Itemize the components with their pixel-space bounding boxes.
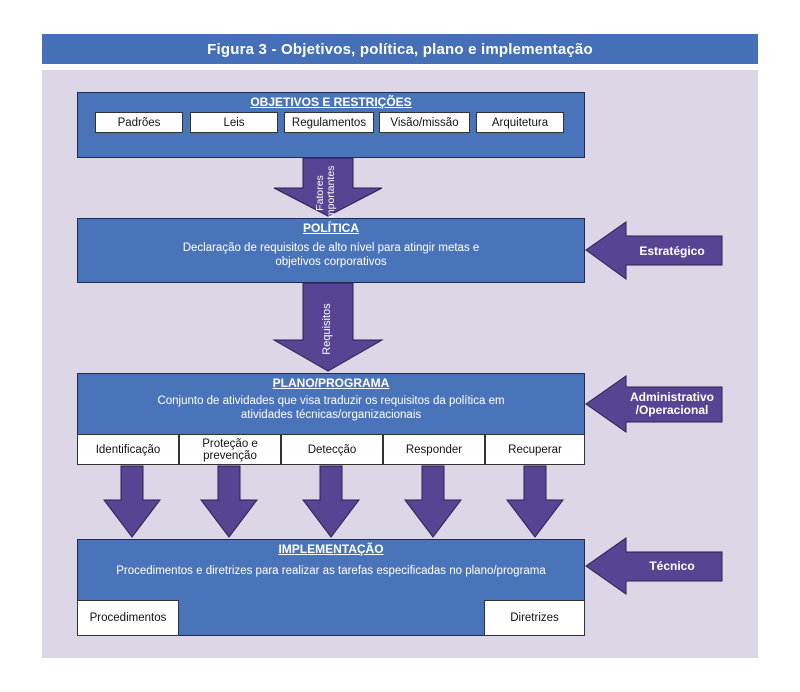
level-estrategico: Estratégico: [639, 243, 705, 258]
chip-regulamentos: Regulamentos: [284, 112, 374, 133]
chip-protecao-prevencao: Proteção e prevenção: [179, 434, 281, 465]
figure-title: Figura 3 - Objetivos, política, plano e …: [42, 34, 758, 64]
left-arrow-estrategico: [585, 221, 723, 280]
down-arrow-responder: [403, 465, 463, 538]
level-administrativo: Administrativo /Operacional: [629, 390, 714, 417]
level-tecnico: Técnico: [649, 558, 695, 573]
chip-deteccao: Detecção: [281, 434, 383, 465]
politica-title: POLÍTICA: [303, 221, 359, 235]
politica-description: Declaração de requisitos de alto nível p…: [182, 242, 480, 268]
left-arrow-tecnico: [585, 537, 723, 595]
down-arrow-identificacao: [102, 465, 162, 538]
chip-identificacao: Identificação: [77, 434, 179, 465]
chip-arquitetura: Arquitetura: [476, 112, 564, 133]
left-arrow-administrativo: [585, 375, 723, 433]
chip-responder: Responder: [383, 434, 485, 465]
implementacao-description: Procedimentos e diretrizes para realizar…: [116, 565, 546, 577]
politica-box: POLÍTICA Declaração de requisitos de alt…: [77, 218, 585, 283]
chip-recuperar: Recuperar: [485, 434, 585, 465]
chip-diretrizes: Diretrizes: [484, 600, 585, 636]
implementacao-title: IMPLEMENTAÇÃO: [278, 542, 384, 556]
fatores-label: Fatores importantes: [314, 165, 337, 221]
down-arrow-fatores: [273, 157, 383, 217]
requisitos-label: Requisitos: [321, 303, 333, 355]
down-arrow-recuperar: [505, 465, 565, 538]
plano-title: PLANO/PROGRAMA: [272, 376, 390, 390]
chip-procedimentos: Procedimentos: [77, 600, 179, 636]
down-arrow-protecao: [199, 465, 259, 538]
down-arrow-deteccao: [301, 465, 361, 538]
chip-leis: Leis: [190, 112, 278, 133]
objetivos-title: OBJETIVOS E RESTRIÇÕES: [250, 95, 412, 109]
plano-description: Conjunto de atividades que visa traduzir…: [157, 395, 505, 421]
down-arrow-requisitos: [272, 282, 384, 372]
chip-visao-missao: Visão/missão: [379, 112, 470, 133]
chip-padroes: Padrões: [95, 112, 183, 133]
